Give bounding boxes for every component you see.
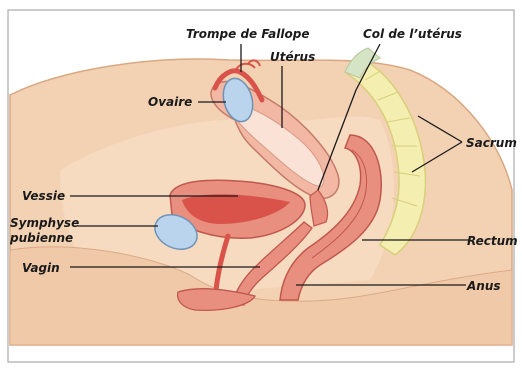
label-vagin: Vagin: [22, 261, 60, 275]
label-sacrum: Sacrum: [466, 136, 517, 150]
label-symphyse-1: Symphyse: [10, 216, 79, 230]
label-anus: Anus: [466, 279, 501, 293]
label-ovaire: Ovaire: [148, 95, 192, 109]
label-vessie: Vessie: [22, 189, 65, 203]
label-rectum: Rectum: [467, 234, 518, 248]
label-symphyse-2: pubienne: [9, 231, 73, 245]
label-uterus: Utérus: [270, 50, 315, 64]
label-col: Col de l’utérus: [363, 27, 462, 41]
label-trompe: Trompe de Fallope: [186, 27, 309, 41]
